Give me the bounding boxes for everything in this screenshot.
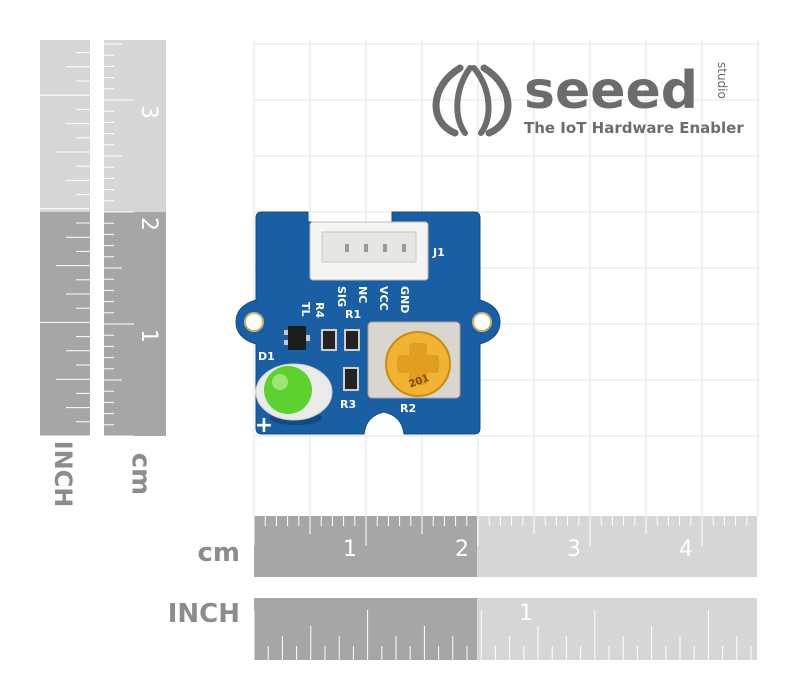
label-d1: D1 (258, 350, 275, 363)
plus-marking: + (255, 413, 273, 438)
led-module-board: J1 SIG NC VCC GND R4 R1 TL D1 R3 R2 (235, 211, 501, 438)
logo-tagline: The IoT Hardware Enabler (524, 119, 744, 137)
horizontal-inch-ruler: 1 (253, 598, 757, 660)
seeed-logo: seeed studio The IoT Hardware Enabler (432, 61, 744, 137)
horizontal-cm-mark-1: 1 (343, 537, 357, 562)
connector-label: J1 (432, 246, 445, 259)
grove-connector (309, 221, 429, 281)
label-r4: R4 (313, 302, 326, 318)
horizontal-ruler: 1 2 3 4 cm 1 INCH (168, 516, 757, 660)
label-r1: R1 (345, 308, 361, 321)
horizontal-inch-mark-1: 1 (519, 601, 533, 626)
smd-transistor (284, 326, 310, 350)
smd-resistor-r1 (344, 329, 360, 351)
vertical-cm-mark-3: 3 (136, 105, 161, 119)
pin-label-gnd: GND (398, 286, 411, 313)
seeed-logo-mark (432, 64, 512, 137)
label-r3: R3 (340, 398, 356, 411)
vertical-cm-mark-2: 2 (136, 217, 161, 231)
horizontal-inch-label: INCH (168, 599, 240, 629)
smd-resistor-r3 (343, 367, 359, 391)
horizontal-cm-mark-3: 3 (567, 537, 581, 562)
potentiometer (367, 321, 461, 399)
vertical-ruler: 3 2 1 INCH cm (40, 40, 166, 507)
label-r2: R2 (400, 402, 416, 415)
label-tl: TL (299, 302, 312, 317)
horizontal-cm-label: cm (197, 538, 240, 568)
horizontal-cm-ruler: 1 2 3 4 (253, 516, 757, 577)
vertical-inch-ruler (40, 40, 90, 437)
green-led (255, 363, 333, 425)
vertical-cm-label: cm (126, 453, 156, 496)
pin-label-vcc: VCC (377, 286, 390, 311)
vertical-cm-ruler: 3 2 1 (104, 40, 166, 437)
studio-wordmark: studio (715, 62, 729, 99)
vertical-cm-mark-1: 1 (136, 329, 161, 343)
pin-label-sig: SIG (335, 286, 348, 307)
horizontal-cm-mark-4: 4 (679, 537, 693, 562)
mount-hole-right (472, 312, 492, 332)
smd-resistor-r4 (321, 329, 337, 351)
seeed-wordmark: seeed (524, 61, 698, 121)
mount-hole-left (244, 312, 264, 332)
horizontal-cm-mark-2: 2 (455, 537, 469, 562)
vertical-inch-label: INCH (49, 441, 77, 508)
pin-label-nc: NC (356, 286, 369, 303)
background-grid (253, 40, 760, 516)
